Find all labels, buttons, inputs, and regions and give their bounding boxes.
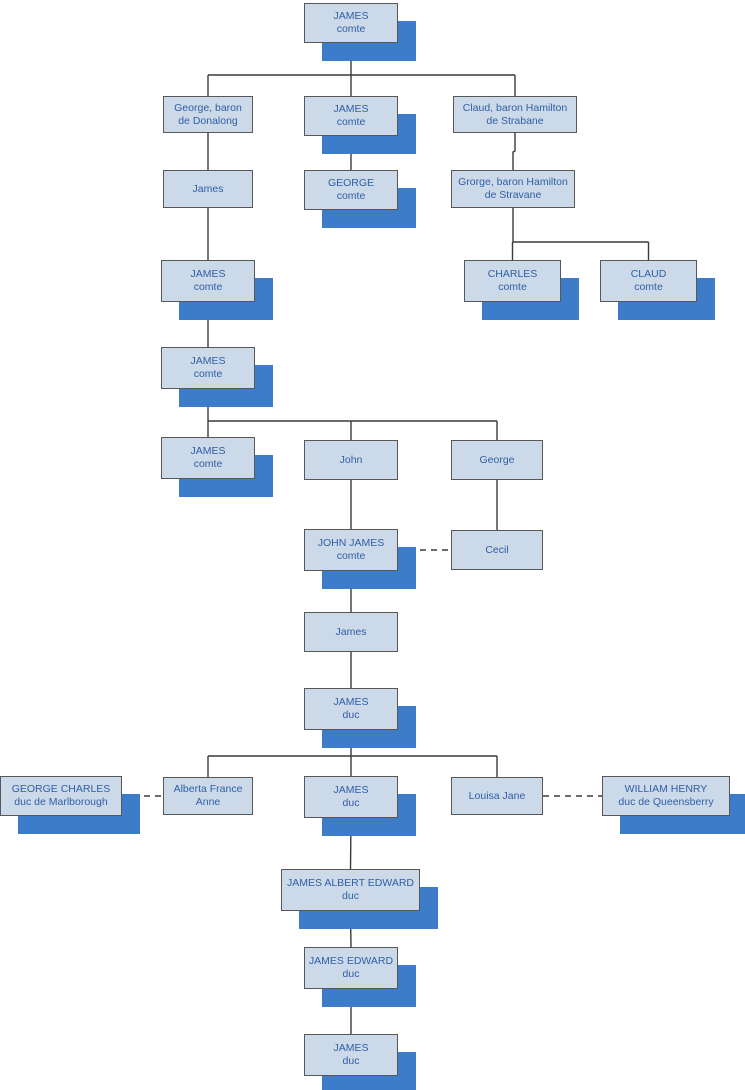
person-node[interactable]: John — [304, 440, 398, 480]
person-title: de Donalong — [178, 114, 238, 127]
person-name: James — [335, 625, 367, 638]
person-name: JAMES — [333, 784, 369, 796]
person-name: JAMES — [333, 103, 369, 115]
person-name: WILLIAM HENRY — [624, 783, 708, 795]
person-name: JAMES ALBERT EDWARD — [286, 877, 414, 889]
person-title: duc — [342, 890, 359, 902]
person-title: duc — [342, 797, 360, 809]
person-node[interactable]: Cecil — [451, 530, 543, 570]
person-name: George — [479, 453, 515, 466]
person-title: de Strabane — [486, 114, 544, 127]
person-title: comte — [498, 281, 527, 293]
person-title: comte — [336, 116, 366, 128]
person-node[interactable]: James — [163, 170, 253, 208]
person-name: JAMES — [333, 1042, 369, 1054]
person-title: duc de Marlborough — [14, 796, 108, 808]
person-title: comte — [193, 458, 223, 470]
person-title: duc — [342, 1055, 360, 1067]
person-node[interactable]: George — [451, 440, 543, 480]
person-name: JAMES — [190, 355, 226, 367]
person-name: John — [339, 453, 363, 466]
person-title: duc — [342, 709, 360, 721]
person-name: JAMES — [333, 696, 369, 708]
person-title: comte — [193, 368, 223, 380]
person-name: JAMES — [190, 445, 226, 457]
person-title: duc — [342, 968, 360, 980]
person-name: JAMES — [190, 268, 226, 280]
person-name: CHARLES — [487, 268, 538, 280]
person-name: JAMES EDWARD — [308, 955, 394, 967]
person-name: George, baron — [174, 101, 242, 114]
person-name: GEORGE — [327, 177, 375, 189]
person-title: comte — [193, 281, 223, 293]
person-title: comte — [336, 23, 366, 35]
person-name: James — [192, 182, 224, 195]
person-title: comte — [336, 190, 366, 202]
person-name: JAMES — [333, 10, 369, 22]
person-name: Grorge, baron Hamilton — [458, 176, 568, 188]
person-name: Claud, baron Hamilton — [462, 101, 568, 114]
person-title: Anne — [195, 796, 221, 808]
person-name: CLAUD — [630, 268, 667, 280]
person-title: comte — [634, 281, 663, 293]
person-name: Cecil — [485, 543, 509, 556]
person-node[interactable]: Louisa Jane — [451, 777, 543, 815]
person-title: duc de Queensberry — [618, 796, 714, 808]
person-title: de Stravane — [484, 189, 542, 201]
person-name: Louisa Jane — [468, 789, 526, 802]
person-node[interactable]: James — [304, 612, 398, 652]
person-title: comte — [336, 550, 366, 562]
person-name: Alberta France — [173, 783, 243, 795]
person-name: GEORGE CHARLES — [11, 783, 111, 795]
person-name: JOHN JAMES — [317, 537, 385, 549]
